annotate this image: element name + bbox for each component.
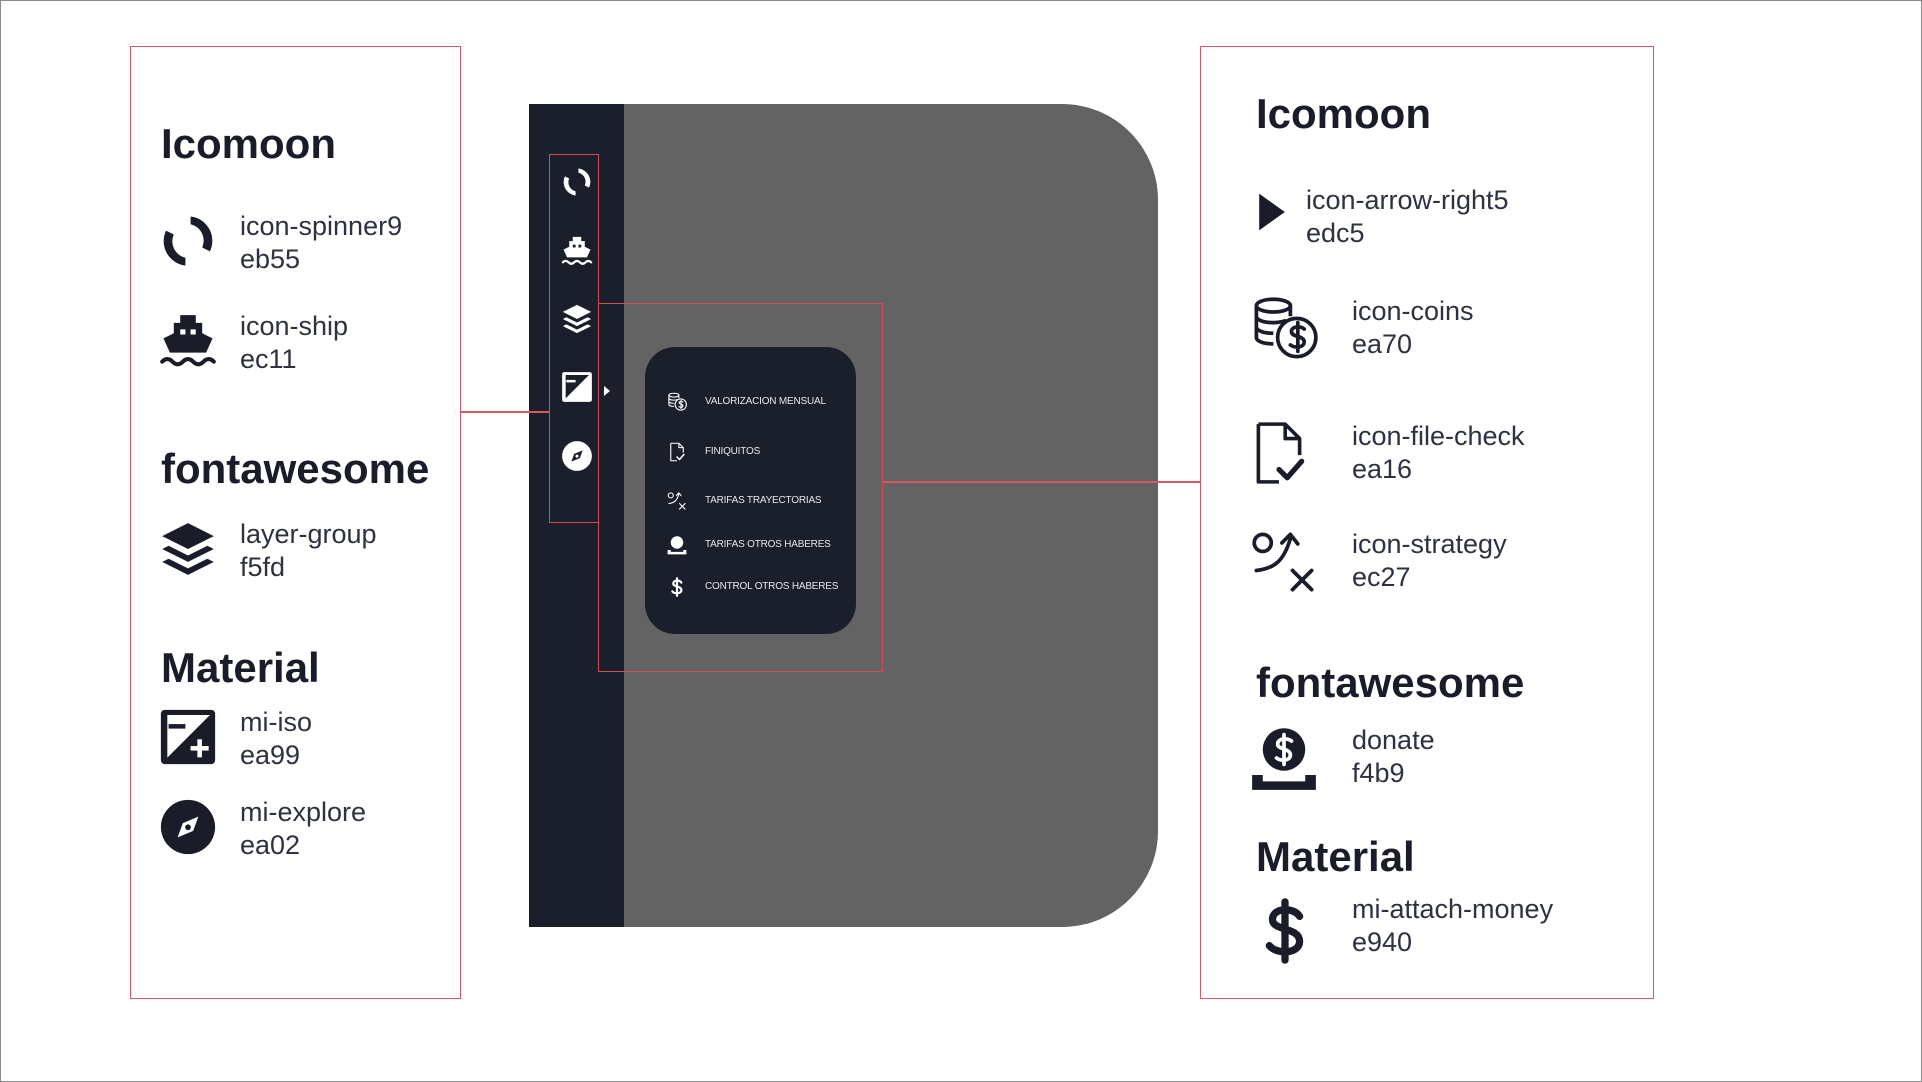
- menu-item-label: TARIFAS OTROS HABERES: [705, 539, 831, 550]
- menu-item-control-otros-haberes[interactable]: CONTROL OTROS HABERES: [667, 577, 852, 599]
- submenu-popup: VALORIZACION MENSUAL FINIQUITOS TARIFAS …: [645, 347, 856, 634]
- icon-name: icon-arrow-right5: [1306, 185, 1509, 215]
- section-title-material: Material: [1256, 833, 1415, 880]
- submenu-highlight-box: [598, 303, 883, 672]
- icon-code: eb55: [240, 244, 301, 274]
- menu-item-label: VALORIZACION MENSUAL: [705, 396, 826, 407]
- section-title-icomoon: Icomoon: [161, 120, 336, 167]
- icon-code: ec11: [240, 344, 297, 374]
- ship-icon: [157, 310, 219, 372]
- menu-item-finiquitos[interactable]: FINIQUITOS: [667, 442, 852, 464]
- icon-code: f5fd: [240, 552, 286, 582]
- icon-code: ea02: [240, 830, 301, 860]
- icon-name: mi-explore: [240, 797, 367, 827]
- icon-name: mi-attach-money: [1352, 894, 1554, 924]
- caret-right-icon: [602, 384, 612, 396]
- icon-code: ea99: [240, 740, 301, 770]
- strategy-icon: [1250, 528, 1318, 596]
- spinner-icon: [157, 210, 219, 272]
- menu-item-tarifas-otros-haberes[interactable]: TARIFAS OTROS HABERES: [667, 535, 852, 557]
- legend-panel-right: [1200, 46, 1654, 999]
- icon-name: icon-file-check: [1352, 421, 1525, 451]
- icon-name: layer-group: [240, 519, 377, 549]
- icon-code: e940: [1352, 927, 1413, 957]
- section-title-fontawesome: fontawesome: [1256, 659, 1525, 706]
- icon-name: mi-iso: [240, 707, 312, 737]
- iso-icon: [157, 706, 219, 768]
- section-title-icomoon: Icomoon: [1256, 90, 1431, 137]
- arrow-right-icon: [1250, 186, 1294, 238]
- legend-panel-left: [130, 46, 461, 999]
- icon-name: icon-ship: [240, 311, 349, 341]
- icon-name: donate: [1352, 725, 1435, 755]
- menu-item-label: CONTROL OTROS HABERES: [705, 581, 839, 592]
- coins-icon: [1250, 295, 1318, 363]
- money-icon: [1260, 897, 1310, 965]
- donate-icon: [1250, 724, 1318, 792]
- section-title-material: Material: [161, 644, 320, 691]
- menu-item-label: FINIQUITOS: [705, 446, 761, 457]
- icon-name: icon-coins: [1352, 296, 1474, 326]
- menu-item-label: TARIFAS TRAYECTORIAS: [705, 495, 822, 506]
- icon-code: edc5: [1306, 218, 1365, 248]
- sidebar: [529, 104, 624, 927]
- file-check-icon: [1250, 420, 1308, 486]
- icon-name: icon-spinner9: [240, 211, 403, 241]
- icon-code: f4b9: [1352, 758, 1405, 788]
- icon-code: ea70: [1352, 329, 1413, 359]
- connector-line-right: [883, 481, 1200, 483]
- connector-line-left: [461, 411, 549, 413]
- icon-code: ec27: [1352, 562, 1411, 592]
- layer-group-icon: [157, 518, 219, 580]
- explore-icon: [157, 796, 219, 858]
- section-title-fontawesome: fontawesome: [161, 445, 430, 492]
- icon-code: ea16: [1352, 454, 1413, 484]
- menu-item-valorizacion-mensual[interactable]: VALORIZACION MENSUAL: [667, 392, 852, 414]
- menu-item-tarifas-trayectorias[interactable]: TARIFAS TRAYECTORIAS: [667, 491, 852, 513]
- sidebar-highlight-box: [549, 154, 599, 523]
- icon-name: icon-strategy: [1352, 529, 1507, 559]
